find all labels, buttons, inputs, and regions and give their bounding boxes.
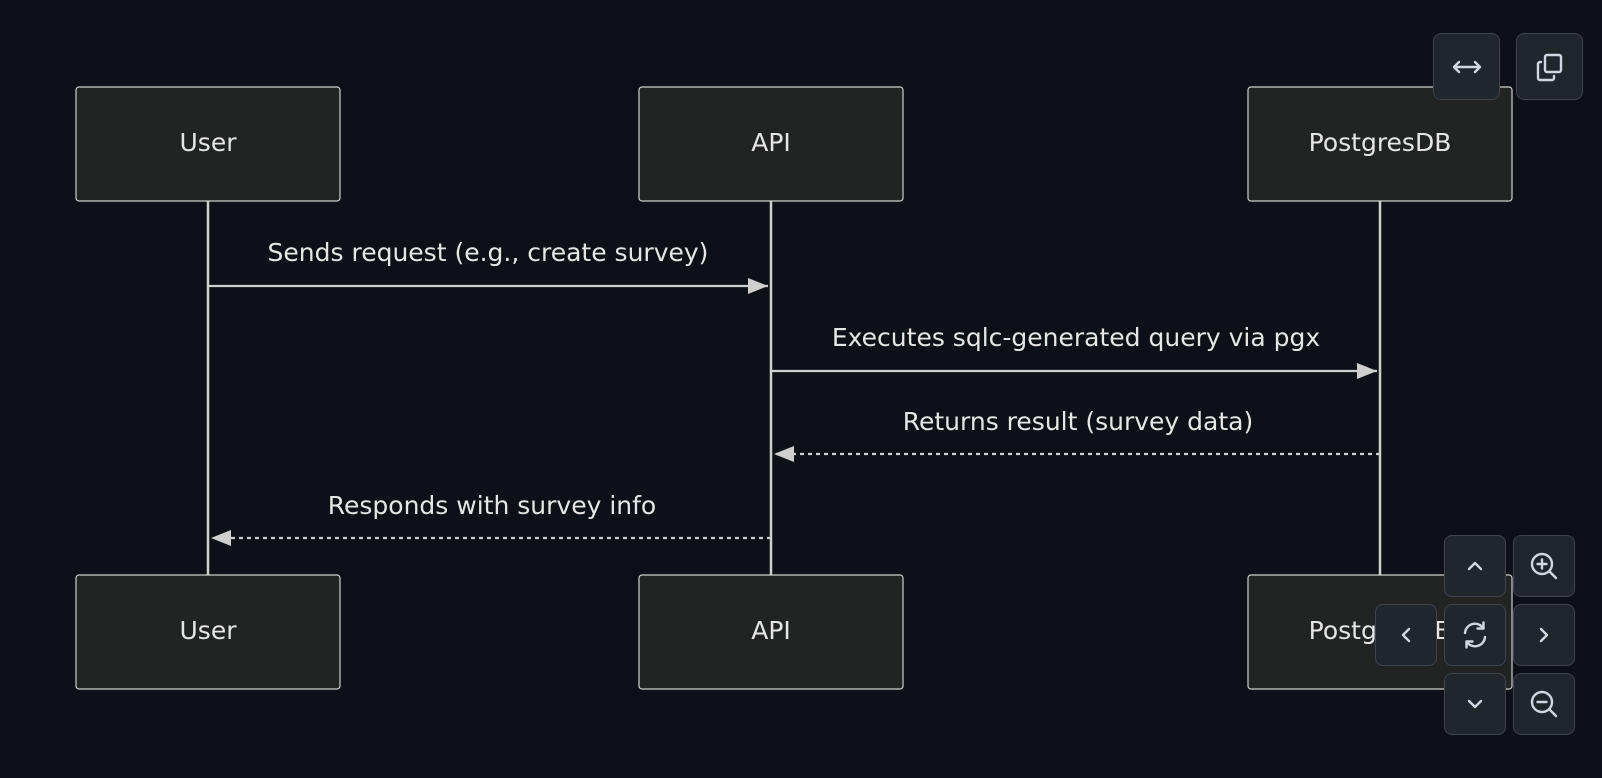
message-label: Returns result (survey data) [903,407,1254,436]
message-label: Sends request (e.g., create survey) [268,238,709,267]
message-1: Sends request (e.g., create survey) [208,238,768,294]
actor-user-bottom: User [75,574,341,690]
pan-left-button[interactable] [1375,604,1437,666]
message-2: Executes sqlc-generated query via pgx [771,323,1377,379]
zoom-in-button[interactable] [1513,535,1575,597]
chevron-up-icon [1467,561,1483,571]
message-3: Returns result (survey data) [774,407,1380,462]
actor-user-top: User [75,86,341,202]
copy-icon [1536,53,1562,81]
actor-label: API [751,128,791,157]
chevron-left-icon [1401,627,1411,643]
actor-label: User [180,616,238,645]
actor-api-top: API [638,86,904,202]
zoom-in-icon [1530,552,1558,580]
message-4: Responds with survey info [211,491,771,546]
actor-postgresdb-top: PostgresDB [1247,86,1513,202]
copy-button[interactable] [1516,33,1583,100]
zoom-out-icon [1530,690,1558,718]
zoom-out-button[interactable] [1513,673,1575,735]
expand-button[interactable] [1433,33,1500,100]
chevron-down-icon [1467,699,1483,709]
pan-down-button[interactable] [1444,673,1506,735]
reset-icon [1463,621,1487,649]
horizontal-arrows-icon [1452,60,1481,73]
actor-api-bottom: API [638,574,904,690]
actor-label: PostgresDB [1309,128,1452,157]
actor-label: API [751,616,791,645]
pan-right-button[interactable] [1513,604,1575,666]
pan-up-button[interactable] [1444,535,1506,597]
message-label: Executes sqlc-generated query via pgx [832,323,1320,352]
reset-view-button[interactable] [1444,604,1506,666]
chevron-right-icon [1539,627,1549,643]
actor-label: User [180,128,238,157]
message-label: Responds with survey info [328,491,656,520]
